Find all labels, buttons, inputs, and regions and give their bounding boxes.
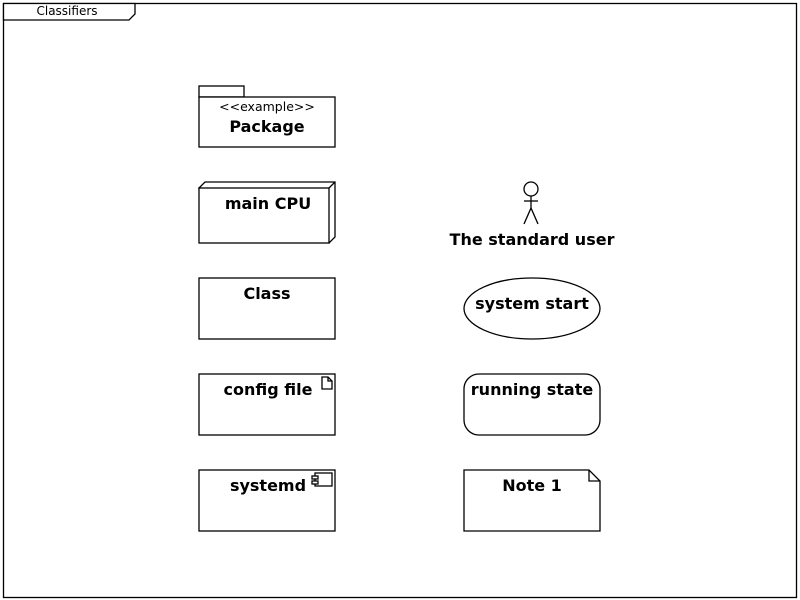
frame-tab bbox=[2, 2, 136, 21]
document-icon bbox=[321, 376, 333, 390]
frame-title: Classifiers bbox=[36, 4, 97, 18]
class-element[interactable]: Class bbox=[198, 277, 336, 340]
node-front bbox=[198, 187, 330, 244]
state-box bbox=[463, 373, 601, 436]
artifact-box bbox=[198, 373, 336, 436]
state-element[interactable]: running state bbox=[463, 373, 601, 436]
class-box bbox=[198, 277, 336, 340]
package-name: Package bbox=[229, 117, 304, 136]
node-edge bbox=[328, 181, 336, 189]
usecase-ellipse bbox=[463, 277, 601, 340]
package-body bbox=[198, 96, 336, 148]
stick-figure-icon bbox=[523, 181, 539, 225]
component-name: systemd bbox=[230, 476, 306, 495]
actor-element[interactable]: The standard user bbox=[450, 181, 615, 249]
note-element[interactable]: Note 1 bbox=[463, 469, 601, 532]
package-stereotype: <<example>> bbox=[219, 99, 315, 114]
usecase-element[interactable]: system start bbox=[463, 277, 601, 340]
artifact-name: config file bbox=[224, 380, 313, 399]
class-name: Class bbox=[243, 284, 290, 303]
actor-name: The standard user bbox=[450, 230, 615, 249]
usecase-name: system start bbox=[475, 294, 589, 313]
component-icon bbox=[311, 472, 333, 487]
note-fold bbox=[588, 470, 600, 482]
node-element[interactable]: main CPU bbox=[197, 181, 336, 244]
component-box bbox=[198, 469, 336, 532]
note-name: Note 1 bbox=[502, 476, 562, 495]
component-element[interactable]: systemd bbox=[198, 469, 336, 532]
note-body bbox=[463, 469, 601, 532]
artifact-element[interactable]: config file bbox=[198, 373, 336, 436]
node-name: main CPU bbox=[225, 194, 311, 213]
state-name: running state bbox=[471, 380, 594, 399]
package-element[interactable]: <<example>> Package bbox=[198, 85, 336, 148]
package-tab bbox=[198, 85, 245, 98]
